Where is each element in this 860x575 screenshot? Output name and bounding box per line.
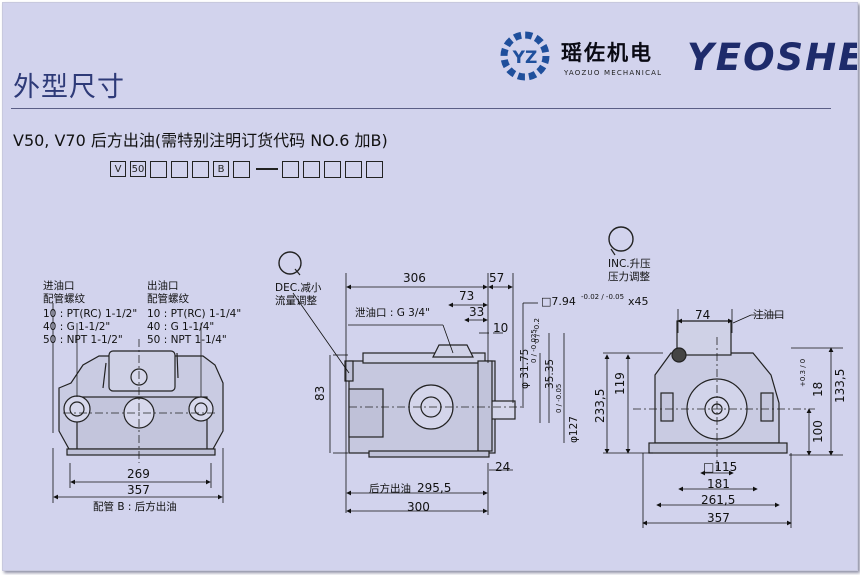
dim-83: 83 [313,385,327,401]
code-box [303,160,320,178]
dim-33: 33 [469,305,485,319]
code-box [366,160,383,178]
inlet-spec: 50 : NPT 1-1/2" [43,334,123,346]
dim-100: 100 [811,420,825,443]
fill-port-label: 注油口 [753,309,785,321]
dim-269: 269 [127,467,150,481]
brand-logo: YEOSHE [687,36,858,79]
inlet-subtitle: 配管螺纹 [43,293,85,305]
inlet-title: 进油口 [43,280,75,292]
code-box [282,160,299,178]
outlet-spec: 40 : G 1-1/4" [147,321,215,333]
inc-subtitle: 压力调整 [608,271,650,283]
outlet-title: 出油口 [147,280,179,292]
dim-300: 300 [407,500,430,514]
dim-18-tolerance: +0.3 / 0 [799,358,807,387]
key-chamfer: x45 [628,295,649,308]
dim-115-square: □115 [703,460,738,474]
inlet-spec: 40 : G 1-1/2" [43,321,111,333]
dim-73: 73 [459,289,475,303]
pilot-diameter: φ127 [568,416,580,443]
logo-letters: YZ [512,48,538,68]
inc-label: INC.升压 [608,258,651,270]
model-code-row: V 50 B [110,159,387,179]
yaozuo-gear-logo-icon: YZ [500,31,550,81]
dim-261-5: 261,5 [701,493,736,507]
company-name-en: YAOZUO MECHANICAL [564,69,663,77]
outlet-spec: 10 : PT(RC) 1-1/4" [147,308,242,320]
code-box [233,160,250,178]
rear-outlet-label: 后方出油 [369,483,411,495]
key-height-tolerance: 0 / -0.2 [533,318,541,343]
dim-233-5: 233,5 [593,388,607,423]
code-box: V [110,161,126,177]
pilot-tolerance: 0 / -0.05 [555,383,563,413]
dim-133-5: 133,5 [833,368,847,403]
side-view-drawing [278,251,523,458]
dec-label: DEC.减小 [275,282,322,294]
section-subtitle: V50, V70 后方出油(需特别注明订货代码 NO.6 加B) [13,131,388,150]
code-box: B [213,161,229,177]
code-box [345,160,362,178]
title-divider [11,108,831,109]
dim-357-front: 357 [127,483,150,497]
dim-119: 119 [613,372,627,395]
piping-note: 配管 B : 后方出油 [93,501,177,513]
code-box [150,160,167,178]
key-size: □7.94 [541,295,576,308]
technical-drawing [52,226,843,528]
dim-10: 10 [493,321,509,335]
code-box: 50 [130,161,146,177]
dim-181: 181 [707,477,730,491]
company-name-cn: 瑶佐机电 [561,41,653,65]
page-title: 外型尺寸 [13,72,125,103]
dim-357-end: 357 [707,511,730,525]
outlet-subtitle: 配管螺纹 [147,293,189,305]
end-view-drawing [608,226,815,471]
dim-74: 74 [695,308,711,322]
code-box [192,160,209,178]
key-tolerance: -0.02 / -0.05 [581,293,625,301]
outlet-spec: 50 : NPT 1-1/4" [147,334,227,346]
code-box [171,160,188,178]
drain-port-label: 泄油口 : G 3/4" [355,307,430,319]
front-view-drawing [58,323,224,463]
inlet-spec: 10 : PT(RC) 1-1/2" [43,308,138,320]
dim-24: 24 [495,460,511,474]
dim-57: 57 [489,271,505,285]
dim-18: 18 [811,381,825,397]
dim-306: 306 [403,271,426,285]
dec-subtitle: 流量调整 [275,295,317,307]
code-box [324,160,341,178]
dim-295-5: 295,5 [417,481,452,495]
code-dash [256,168,278,170]
